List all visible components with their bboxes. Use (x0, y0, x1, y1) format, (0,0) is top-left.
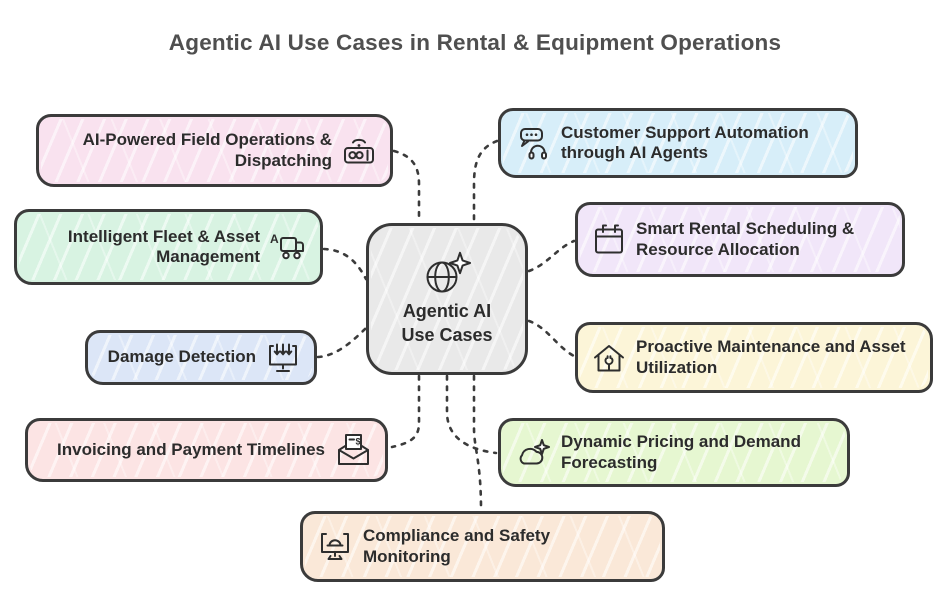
node-smart-rental-scheduling: Smart Rental Scheduling & Resource Alloc… (575, 202, 905, 277)
node-fleet-asset-management: Intelligent Fleet & Asset Management A (14, 209, 323, 285)
connector (527, 319, 576, 358)
node-field-operations-dispatching: AI-Powered Field Operations & Dispatchin… (36, 114, 393, 187)
globe-sparkle-icon (423, 251, 471, 295)
node-label: Customer Support Automation through AI A… (561, 122, 809, 162)
node-label: Invoicing and Payment Timelines (57, 439, 325, 459)
connector (392, 149, 421, 224)
svg-text:$: $ (356, 437, 361, 447)
calendar-icon (591, 223, 627, 257)
node-label: AI-Powered Field Operations & Dispatchin… (82, 130, 332, 170)
node-label: Smart Rental Scheduling & Resource Alloc… (636, 219, 855, 259)
connector (527, 239, 576, 273)
chat-headset-icon (514, 126, 552, 160)
node-damage-detection: Damage Detection (85, 330, 317, 385)
node-label: Compliance and Safety Monitoring (363, 526, 551, 566)
node-label: Damage Detection (107, 347, 256, 367)
dispatch-radio-icon (341, 135, 377, 167)
invoice-envelope-icon: $ (334, 433, 372, 467)
connector (472, 139, 499, 224)
connector (316, 326, 368, 359)
svg-text:A: A (270, 232, 279, 246)
node-compliance-safety-monitoring: Compliance and Safety Monitoring (300, 511, 665, 582)
node-invoicing-payment-timelines: Invoicing and Payment Timelines $ (25, 418, 388, 482)
node-dynamic-pricing-forecasting: Dynamic Pricing and Demand Forecasting (498, 418, 850, 487)
connector (390, 374, 421, 449)
node-label: Intelligent Fleet & Asset Management (67, 226, 260, 266)
node-label: Proactive Maintenance and Asset Utilizat… (636, 337, 906, 377)
node-customer-support-automation: Customer Support Automation through AI A… (498, 108, 858, 178)
node-label: Dynamic Pricing and Demand Forecasting (561, 432, 801, 472)
monitor-download-icon (265, 342, 301, 374)
truck-icon: A (269, 231, 307, 263)
house-wrench-icon (591, 342, 627, 374)
connector (322, 247, 368, 281)
node-proactive-maintenance: Proactive Maintenance and Asset Utilizat… (575, 322, 933, 393)
node-agentic-ai-use-cases: Agentic AI Use Cases (366, 223, 528, 375)
connector (472, 374, 483, 511)
diagram-title: Agentic AI Use Cases in Rental & Equipme… (168, 30, 782, 55)
monitor-helmet-icon (316, 530, 354, 564)
node-label: Agentic AI Use Cases (401, 301, 493, 345)
connector (445, 374, 498, 455)
cloud-sparkle-icon (514, 437, 552, 469)
